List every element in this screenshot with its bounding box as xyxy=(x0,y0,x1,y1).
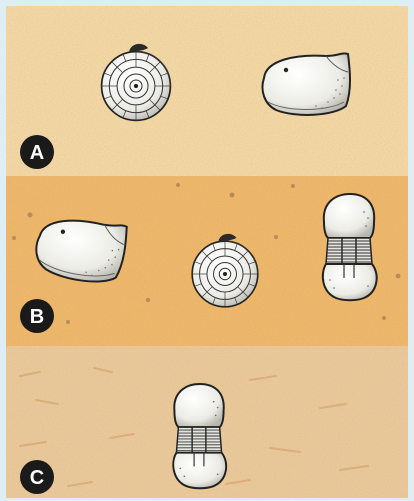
layer-label-b: B xyxy=(30,306,44,328)
layer-badge-a: A xyxy=(20,135,54,169)
layer-badge-b: B xyxy=(20,299,54,333)
trilobite-fossil-layer-c xyxy=(173,384,226,488)
clam-fossil-layer-a xyxy=(263,53,351,114)
layer-label-c: C xyxy=(30,467,44,489)
layer-label-a: A xyxy=(30,142,44,164)
layer-badge-c: C xyxy=(20,460,54,494)
trilobite-fossil-layer-b xyxy=(323,194,377,300)
